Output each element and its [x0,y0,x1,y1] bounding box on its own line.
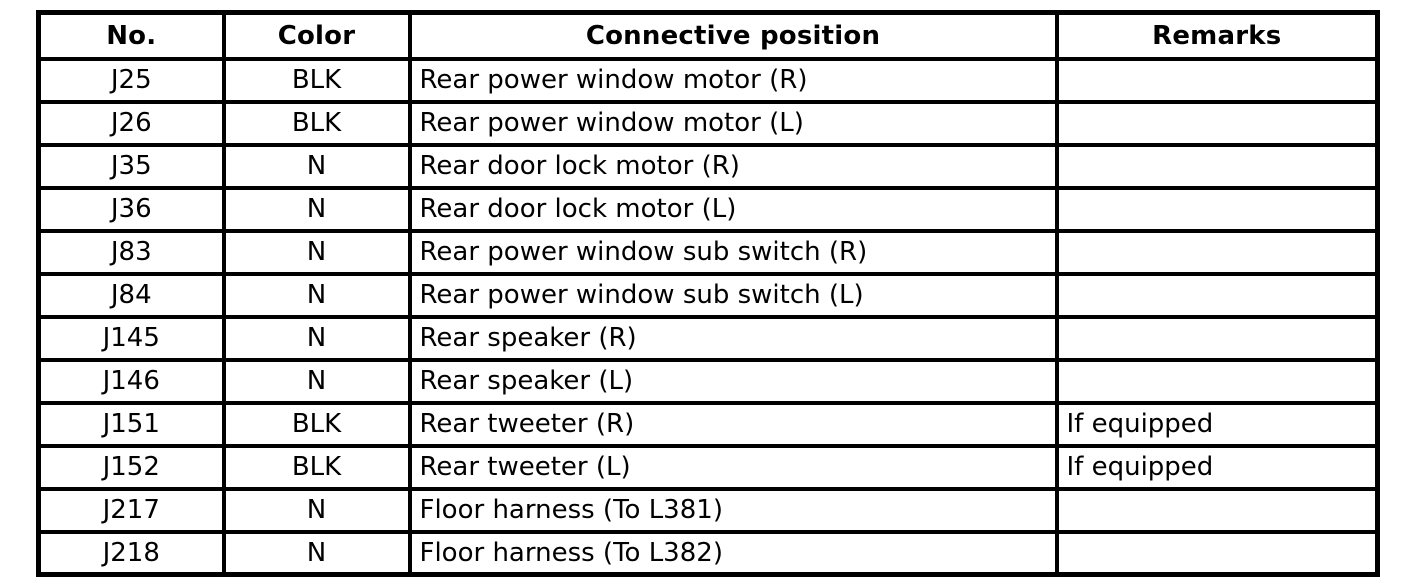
cell-no: J36 [36,185,226,233]
cell-remarks [1054,99,1380,147]
cell-color: N [221,314,412,362]
cell-remarks [1054,529,1380,577]
header-color: Color [221,10,412,61]
cell-no: J26 [36,99,226,147]
cell-remarks [1054,228,1380,276]
cell-position: Rear power window motor (R) [407,56,1059,104]
table-row: J151 BLK Rear tweeter (R) If equipped [36,400,1380,448]
cell-no: J218 [36,529,226,577]
cell-remarks [1054,185,1380,233]
header-position: Connective position [407,10,1059,61]
cell-no: J83 [36,228,226,276]
table-row: J25 BLK Rear power window motor (R) [36,56,1380,104]
cell-position: Rear power window sub switch (R) [407,228,1059,276]
cell-color: N [221,486,412,534]
cell-position: Rear power window motor (L) [407,99,1059,147]
cell-position: Floor harness (To L381) [407,486,1059,534]
table-row: J146 N Rear speaker (L) [36,357,1380,405]
cell-position: Rear power window sub switch (L) [407,271,1059,319]
cell-no: J25 [36,56,226,104]
cell-no: J151 [36,400,226,448]
table-row: J84 N Rear power window sub switch (L) [36,271,1380,319]
table-row: J218 N Floor harness (To L382) [36,529,1380,577]
cell-no: J84 [36,271,226,319]
table-row: J36 N Rear door lock motor (L) [36,185,1380,233]
table-row: J83 N Rear power window sub switch (R) [36,228,1380,276]
table-row: J26 BLK Rear power window motor (L) [36,99,1380,147]
cell-color: N [221,185,412,233]
cell-remarks [1054,357,1380,405]
connector-table: No. Color Connective position Remarks J2… [36,10,1380,577]
table-row: J217 N Floor harness (To L381) [36,486,1380,534]
cell-color: BLK [221,400,412,448]
cell-no: J152 [36,443,226,491]
header-no: No. [36,10,226,61]
cell-color: BLK [221,56,412,104]
cell-remarks [1054,486,1380,534]
cell-remarks [1054,56,1380,104]
cell-position: Rear door lock motor (R) [407,142,1059,190]
cell-position: Rear speaker (R) [407,314,1059,362]
cell-no: J217 [36,486,226,534]
cell-remarks [1054,142,1380,190]
cell-position: Rear door lock motor (L) [407,185,1059,233]
table-row: J35 N Rear door lock motor (R) [36,142,1380,190]
cell-no: J35 [36,142,226,190]
cell-color: N [221,357,412,405]
cell-position: Floor harness (To L382) [407,529,1059,577]
cell-color: N [221,142,412,190]
cell-remarks [1054,271,1380,319]
cell-color: BLK [221,99,412,147]
cell-position: Rear speaker (L) [407,357,1059,405]
cell-remarks: If equipped [1054,400,1380,448]
cell-position: Rear tweeter (R) [407,400,1059,448]
cell-color: BLK [221,443,412,491]
header-row: No. Color Connective position Remarks [36,10,1380,61]
cell-no: J145 [36,314,226,362]
cell-no: J146 [36,357,226,405]
cell-color: N [221,228,412,276]
table-row: J145 N Rear speaker (R) [36,314,1380,362]
cell-position: Rear tweeter (L) [407,443,1059,491]
cell-color: N [221,271,412,319]
table-row: J152 BLK Rear tweeter (L) If equipped [36,443,1380,491]
header-remarks: Remarks [1054,10,1380,61]
cell-remarks [1054,314,1380,362]
cell-remarks: If equipped [1054,443,1380,491]
cell-color: N [221,529,412,577]
